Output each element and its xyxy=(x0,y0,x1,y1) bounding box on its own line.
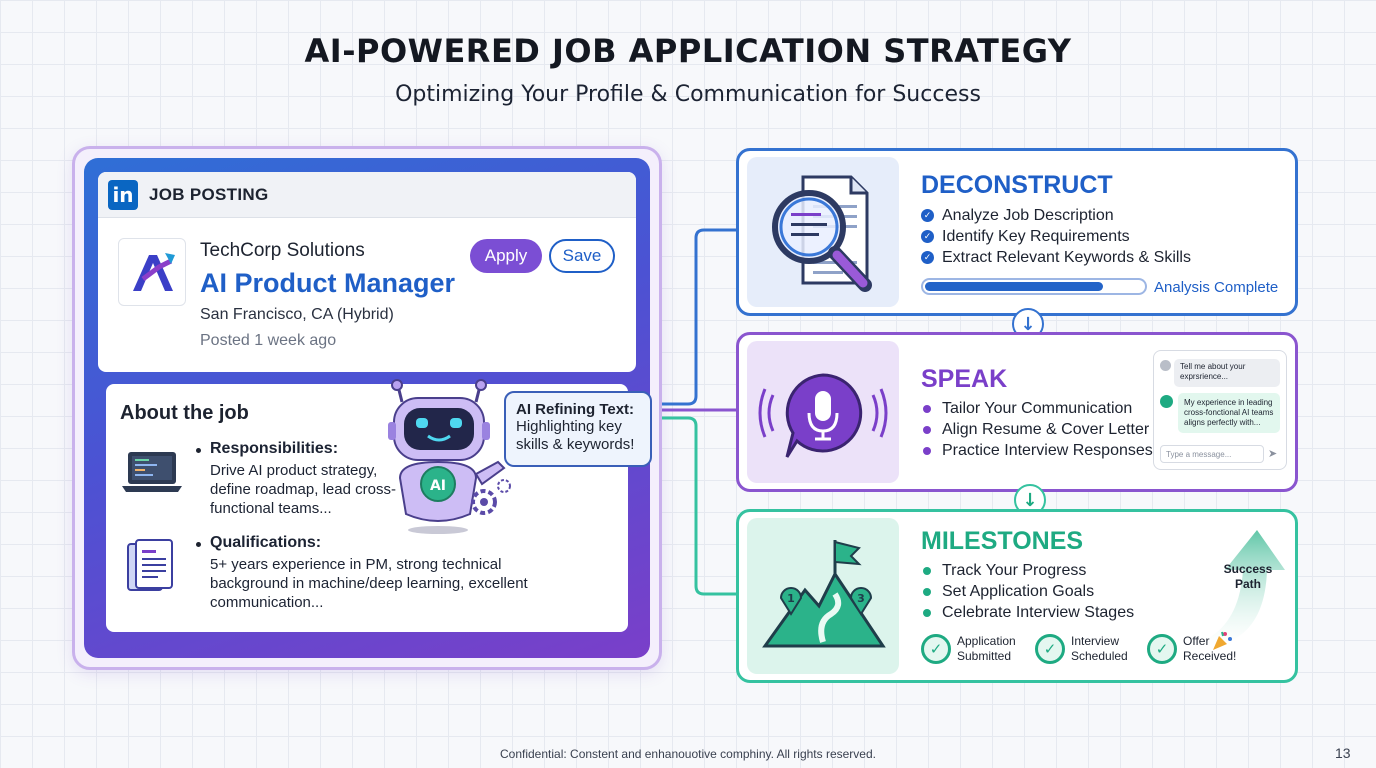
page-title: AI-POWERED JOB APPLICATION STRATEGY xyxy=(304,32,1072,70)
analysis-progress-label: Analysis Complete xyxy=(1154,279,1279,296)
speak-icon-box xyxy=(747,341,899,483)
company-logo-icon xyxy=(118,238,186,306)
company-name: TechCorp Solutions xyxy=(200,240,365,261)
check-icon: ✓ xyxy=(921,209,934,222)
about-job-title: About the job xyxy=(120,402,249,424)
list-item: ✓ Identify Key Requirements xyxy=(921,226,1191,247)
avatar xyxy=(1160,360,1171,371)
laptop-icon xyxy=(122,452,182,492)
page-subtitle: Optimizing Your Profile & Communication … xyxy=(395,82,981,107)
check-icon: ✓ xyxy=(921,251,934,264)
send-icon[interactable]: ➤ xyxy=(1268,448,1278,460)
list-item: Align Resume & Cover Letter xyxy=(921,419,1153,440)
robot-badge-text: AI xyxy=(430,478,446,494)
party-popper-icon xyxy=(1213,631,1232,650)
milestones-icon-box: 1 3 xyxy=(747,518,899,674)
deconstruct-heading: DECONSTRUCT xyxy=(921,171,1113,199)
check-icon: ✓ xyxy=(921,230,934,243)
list-item-label: Practice Interview Responses xyxy=(942,441,1153,459)
list-item-label: Analyze Job Description xyxy=(942,206,1114,224)
chat-window: Tell me about your exprsrience... My exp… xyxy=(1153,350,1287,470)
ai-refining-bubble: AI Refining Text: Highlighting key skill… xyxy=(504,391,652,467)
list-item: ✓ Analyze Job Description xyxy=(921,205,1191,226)
analysis-progress-bar xyxy=(921,278,1147,295)
magnifier-document-icon xyxy=(772,175,872,292)
job-posting-header: in JOB POSTING xyxy=(98,172,636,218)
bullet-dot xyxy=(196,542,201,547)
success-path-arrow-icon xyxy=(1195,530,1285,646)
job-title[interactable]: AI Product Manager xyxy=(200,268,456,298)
avatar xyxy=(1160,395,1173,408)
list-item: Tailor Your Communication xyxy=(921,398,1153,419)
list-item: Set Application Goals xyxy=(921,581,1134,602)
deconstruct-list: ✓ Analyze Job Description ✓ Identify Key R… xyxy=(921,205,1191,268)
bullet-dot xyxy=(923,587,931,596)
bullet-dot xyxy=(923,566,931,575)
bullet-dot xyxy=(196,448,201,453)
list-item-label: Tailor Your Communication xyxy=(942,399,1133,417)
qualifications-title: Qualifications: xyxy=(210,534,322,551)
check-icon: ✓ xyxy=(1147,634,1177,664)
document-icon xyxy=(127,539,173,591)
list-item: ✓ Extract Relevant Keywords & Skills xyxy=(921,247,1191,268)
gear-icon xyxy=(471,489,497,515)
analysis-progress-fill xyxy=(925,282,1104,291)
milestones-panel: 1 3 MILESTONES Track Your Progress Set A… xyxy=(736,509,1298,683)
list-item-label: Align Resume & Cover Letter xyxy=(942,420,1150,438)
list-item-label: Track Your Progress xyxy=(942,561,1087,579)
chat-message-question: Tell me about your exprsrience... xyxy=(1174,359,1280,387)
linkedin-icon: in xyxy=(108,179,138,210)
milestones-heading: MILESTONES xyxy=(921,527,1084,555)
responsibilities-text: Drive AI product strategy, define roadma… xyxy=(210,462,396,517)
job-location: San Francisco, CA (Hybrid) xyxy=(200,306,394,323)
save-button[interactable]: Save xyxy=(549,239,615,273)
page-number: 13 xyxy=(1335,745,1351,761)
speak-panel: SPEAK Tailor Your Communication Align Re… xyxy=(736,332,1298,492)
footer-text: Confidential: Constent and enhanouotive … xyxy=(499,747,876,761)
list-item-label: Extract Relevant Keywords & Skills xyxy=(942,248,1191,266)
check-icon: ✓ xyxy=(1035,634,1065,664)
milestones-list: Track Your Progress Set Application Goal… xyxy=(921,560,1134,623)
speak-list: Tailor Your Communication Align Resume &… xyxy=(921,398,1153,461)
bullet-dot xyxy=(923,446,931,455)
milestone-marker-1: 1 xyxy=(787,592,795,605)
bullet-dot xyxy=(923,608,931,617)
job-posting-card: in JOB POSTING TechCorp Solutions AI Pro… xyxy=(98,172,636,372)
list-item: Track Your Progress xyxy=(921,560,1134,581)
job-posted-date: Posted 1 week ago xyxy=(200,332,337,349)
bullet-dot xyxy=(923,425,931,434)
microphone-icon xyxy=(758,373,888,458)
bullet-dot xyxy=(923,404,931,413)
deconstruct-icon-box xyxy=(747,157,899,307)
job-posting-header-label: JOB POSTING xyxy=(149,184,269,204)
chat-message-input[interactable]: Type a message... xyxy=(1160,445,1264,463)
list-item-label: Set Application Goals xyxy=(942,582,1095,600)
list-item-label: Celebrate Interview Stages xyxy=(942,603,1135,621)
about-job-card: About the job Responsibilities: Drive AI… xyxy=(106,384,628,632)
ai-bubble-title: AI Refining Text: xyxy=(516,401,635,418)
responsibilities-title: Responsibilities: xyxy=(210,440,339,457)
list-item-label: Identify Key Requirements xyxy=(942,227,1130,245)
qualifications-text: 5+ years experience in PM, strong techni… xyxy=(210,556,528,611)
robot-icon: AI xyxy=(388,379,511,534)
apply-button[interactable]: Apply xyxy=(470,239,542,273)
chat-message-answer: My experience in leading cross-fonctiona… xyxy=(1178,393,1280,433)
speak-heading: SPEAK xyxy=(921,365,1008,393)
connector-lines xyxy=(662,228,738,596)
list-item: Celebrate Interview Stages xyxy=(921,602,1134,623)
milestone-marker-3: 3 xyxy=(857,592,865,605)
mountain-flag-icon: 1 3 xyxy=(762,540,886,648)
ai-bubble-text: Highlighting key skills & keywords! xyxy=(516,418,635,453)
deconstruct-panel: DECONSTRUCT ✓ Analyze Job Description ✓ Id… xyxy=(736,148,1298,316)
list-item: Practice Interview Responses xyxy=(921,440,1153,461)
success-path-label: Success Path xyxy=(1223,562,1273,591)
check-icon: ✓ xyxy=(921,634,951,664)
